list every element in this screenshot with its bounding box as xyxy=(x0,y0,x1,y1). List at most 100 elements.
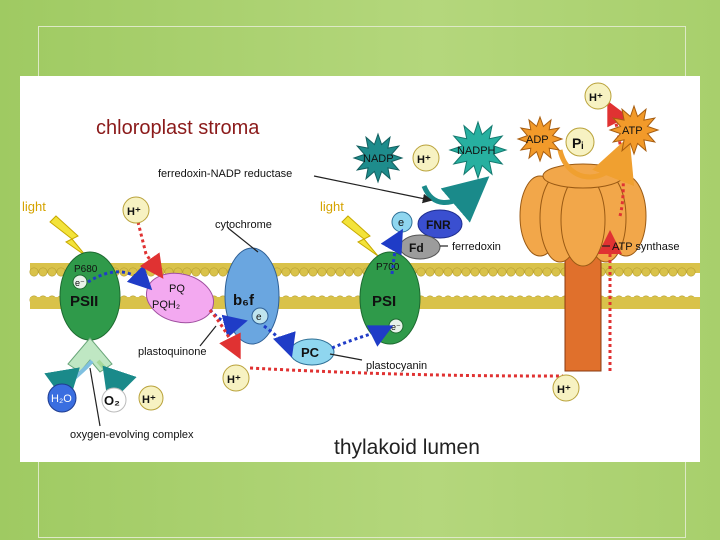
lipid-head xyxy=(686,267,696,277)
proton-path xyxy=(136,100,629,378)
lipid-head xyxy=(506,267,516,277)
proton-icon xyxy=(222,364,250,392)
light-bolt-icon xyxy=(49,215,87,257)
lipid-head xyxy=(209,267,219,277)
lipid-head xyxy=(434,267,444,277)
lipid-head xyxy=(281,267,291,277)
oxygen-evolving-complex-icon xyxy=(44,337,137,406)
lipid-head xyxy=(29,267,39,277)
lipid-head xyxy=(677,267,687,277)
proton-icon xyxy=(584,82,612,110)
p700-label: P700 xyxy=(376,262,400,273)
pointer-lines xyxy=(89,175,610,427)
plastoquinone-label: plastoquinone xyxy=(138,346,207,358)
ps2-label: PSII xyxy=(70,293,98,310)
photosystem-ii: P680 e⁻ PSII xyxy=(59,251,121,341)
lipid-head xyxy=(614,267,624,277)
light-bolt-icon xyxy=(341,215,379,257)
lipid-head xyxy=(623,267,633,277)
nadp-star-icon: NADP xyxy=(352,132,404,184)
fd-label: Fd xyxy=(409,241,424,255)
lipid-head xyxy=(452,267,462,277)
lipid-head xyxy=(461,267,471,277)
lipid-head xyxy=(551,267,561,277)
diagram-panel: chloroplast stroma thylakoid lumen light… xyxy=(20,76,700,462)
lipid-head xyxy=(47,267,57,277)
pi-label: Pᵢ xyxy=(572,135,583,151)
oxygen-molecule-icon xyxy=(101,387,127,413)
lipid-head xyxy=(542,267,552,277)
lipid-head xyxy=(479,267,489,277)
proton-icon xyxy=(412,144,440,172)
fnr-name-label: ferredoxin-NADP reductase xyxy=(158,168,292,180)
nadp-label: NADP xyxy=(363,153,394,165)
e-label: e xyxy=(256,312,262,323)
proton-icon xyxy=(122,196,150,224)
lipid-head xyxy=(632,267,642,277)
water-molecule-icon xyxy=(47,383,77,413)
lipid-head xyxy=(38,267,48,277)
plastocyanin-pc: PC xyxy=(289,338,335,366)
adp-label: ADP xyxy=(526,134,549,146)
atp-label: ATP xyxy=(622,125,643,137)
proton-icon xyxy=(138,385,164,411)
atp-synthase-stalk xyxy=(564,255,602,372)
lipid-head xyxy=(425,267,435,277)
electron-label: e⁻ xyxy=(391,322,401,332)
electron-path xyxy=(87,228,403,358)
atp-star-icon: ATP xyxy=(608,104,660,156)
lipid-head xyxy=(353,267,363,277)
lumen-label: thylakoid lumen xyxy=(334,436,480,459)
h-plus-label: H⁺ xyxy=(227,374,241,386)
lipid-head xyxy=(191,267,201,277)
ps1-label: PSI xyxy=(372,293,396,310)
nadp-reduction-arrow xyxy=(421,176,490,223)
nadph-star-icon: NADPH xyxy=(448,120,508,180)
oec-label: oxygen-evolving complex xyxy=(70,429,194,441)
lipid-head xyxy=(317,267,327,277)
h-plus-label: H⁺ xyxy=(589,92,603,104)
lipid-head xyxy=(659,267,669,277)
lipid-head xyxy=(146,267,156,277)
photosynthesis-diagram: chloroplast stroma thylakoid lumen light… xyxy=(22,82,700,459)
o2-label: O₂ xyxy=(104,393,120,408)
lipid-head xyxy=(344,267,354,277)
cytochrome-label: cytochrome xyxy=(215,219,272,231)
lipid-head xyxy=(299,267,309,277)
h-plus-label: H⁺ xyxy=(557,384,571,396)
atp-synthase-label: ATP synthase xyxy=(612,241,679,253)
lipid-head xyxy=(488,267,498,277)
light-left-label: light xyxy=(22,199,46,214)
lipid-head xyxy=(533,267,543,277)
photosystem-i: P700 PSI e⁻ xyxy=(359,251,421,345)
lipid-head xyxy=(200,267,210,277)
lipid-head xyxy=(497,267,507,277)
h-plus-label: H⁺ xyxy=(127,206,141,218)
lipid-head xyxy=(290,267,300,277)
lipid-head xyxy=(218,267,228,277)
adp-star-icon: ADP xyxy=(516,115,564,163)
plastocyanin-label: plastocyanin xyxy=(366,360,427,372)
lipid-head xyxy=(443,267,453,277)
lipid-head xyxy=(416,267,426,277)
lipid-head xyxy=(326,267,336,277)
b6f-label: b₆f xyxy=(233,292,255,309)
lipid-head xyxy=(470,267,480,277)
pc-label: PC xyxy=(301,345,320,360)
stroma-label: chloroplast stroma xyxy=(96,117,260,139)
h2o-label: H₂O xyxy=(51,393,72,405)
electron-label: e⁻ xyxy=(75,278,85,288)
nadph-label: NADPH xyxy=(457,145,496,157)
fnr-label: FNR xyxy=(426,218,451,232)
lipid-head xyxy=(308,267,318,277)
e-label: e xyxy=(398,217,404,229)
proton-icon xyxy=(552,374,580,402)
light-right-label: light xyxy=(320,199,344,214)
p680-label: P680 xyxy=(74,264,98,275)
lipid-head xyxy=(650,267,660,277)
phosphate-icon xyxy=(565,127,595,157)
lipid-head xyxy=(335,267,345,277)
h-plus-label: H⁺ xyxy=(142,394,156,406)
lipid-head xyxy=(641,267,651,277)
atp-synthesis-arrow xyxy=(557,136,635,187)
